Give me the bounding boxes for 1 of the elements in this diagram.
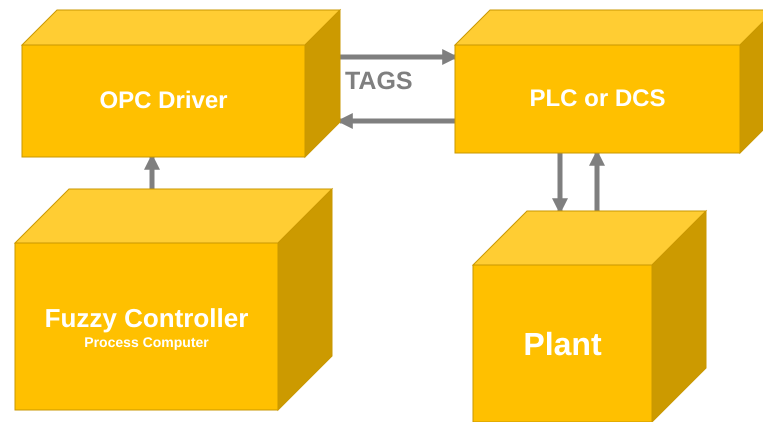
signal-label: TAGS — [345, 67, 413, 96]
